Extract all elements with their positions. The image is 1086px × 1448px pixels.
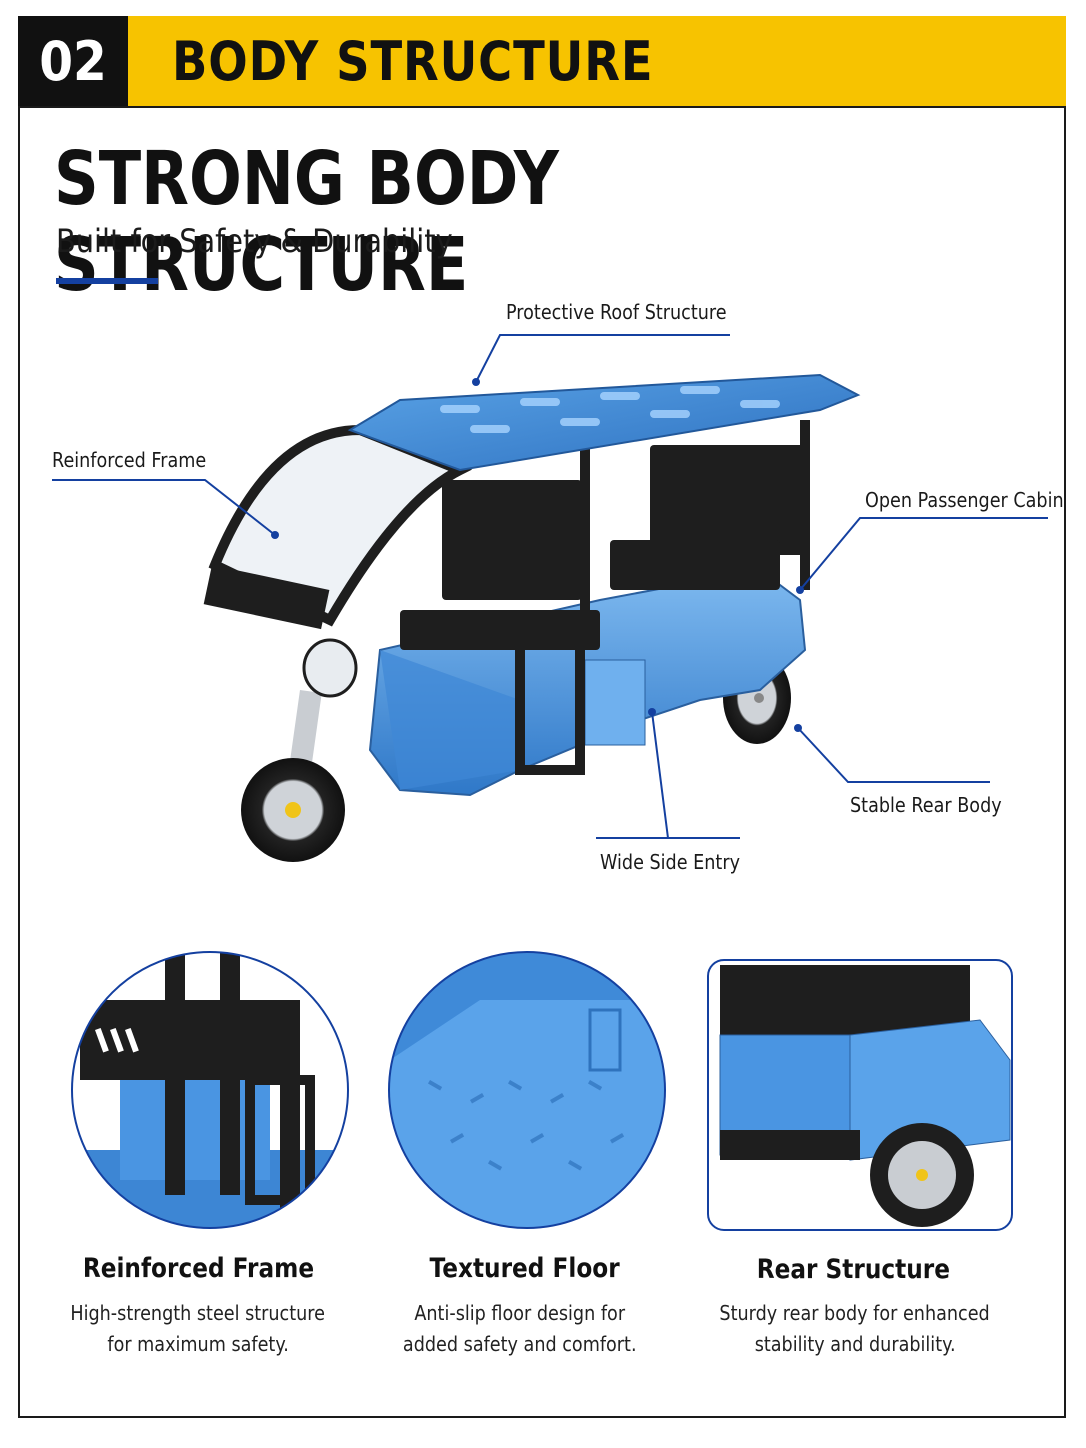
- feature-desc-rear-line2: stability and durability.: [754, 1332, 956, 1356]
- feature-desc-floor-line1: Anti-slip floor design for: [414, 1301, 626, 1325]
- section-header: 02 BODY STRUCTURE: [18, 16, 1066, 108]
- page-subtitle: Built for Safety & Durability: [56, 222, 497, 260]
- feature-desc-floor: Anti-slip floor design for added safety …: [360, 1298, 680, 1360]
- page-title: STRONG BODY STRUCTURE: [54, 136, 1086, 308]
- front-wheel: [241, 638, 358, 862]
- feature-title-floor: Textured Floor: [429, 1253, 621, 1284]
- feature-title-frame: Reinforced Frame: [82, 1253, 314, 1284]
- page-title-text: STRONG BODY STRUCTURE: [54, 136, 559, 308]
- detail-rear-image: [707, 959, 1013, 1231]
- passenger-seats: [400, 420, 810, 775]
- section-title-bar: BODY STRUCTURE: [128, 16, 1066, 106]
- detail-floor-image: [388, 951, 666, 1229]
- callout-rear: Stable Rear Body: [850, 793, 1002, 817]
- page-subtitle-text: Built for Safety & Durability: [56, 222, 453, 260]
- feature-desc-frame-line2: for maximum safety.: [107, 1332, 289, 1356]
- title-accent-bar: [56, 278, 158, 284]
- feature-desc-floor-line2: added safety and comfort.: [403, 1332, 637, 1356]
- detail-frame-image: [71, 951, 349, 1229]
- feature-desc-rear-line1: Sturdy rear body for enhanced: [719, 1301, 991, 1325]
- feature-desc-frame-line1: High-strength steel structure: [70, 1301, 326, 1325]
- callout-dots: [271, 378, 804, 732]
- feature-desc-frame: High-strength steel structure for maximu…: [38, 1298, 358, 1360]
- feature-desc-rear: Sturdy rear body for enhanced stability …: [695, 1298, 1015, 1360]
- section-number: 02: [18, 16, 128, 106]
- windshield: [203, 424, 473, 630]
- callout-roof: Protective Roof Structure: [506, 300, 727, 324]
- callout-frame: Reinforced Frame: [52, 448, 207, 472]
- callout-cabin: Open Passenger Cabin: [865, 488, 1064, 512]
- callout-lines: [52, 334, 1048, 839]
- callout-entry: Wide Side Entry: [600, 850, 740, 874]
- roof: [347, 373, 861, 472]
- vehicle-body: [368, 568, 807, 797]
- feature-title-rear: Rear Structure: [756, 1254, 950, 1285]
- section-title: BODY STRUCTURE: [172, 29, 654, 93]
